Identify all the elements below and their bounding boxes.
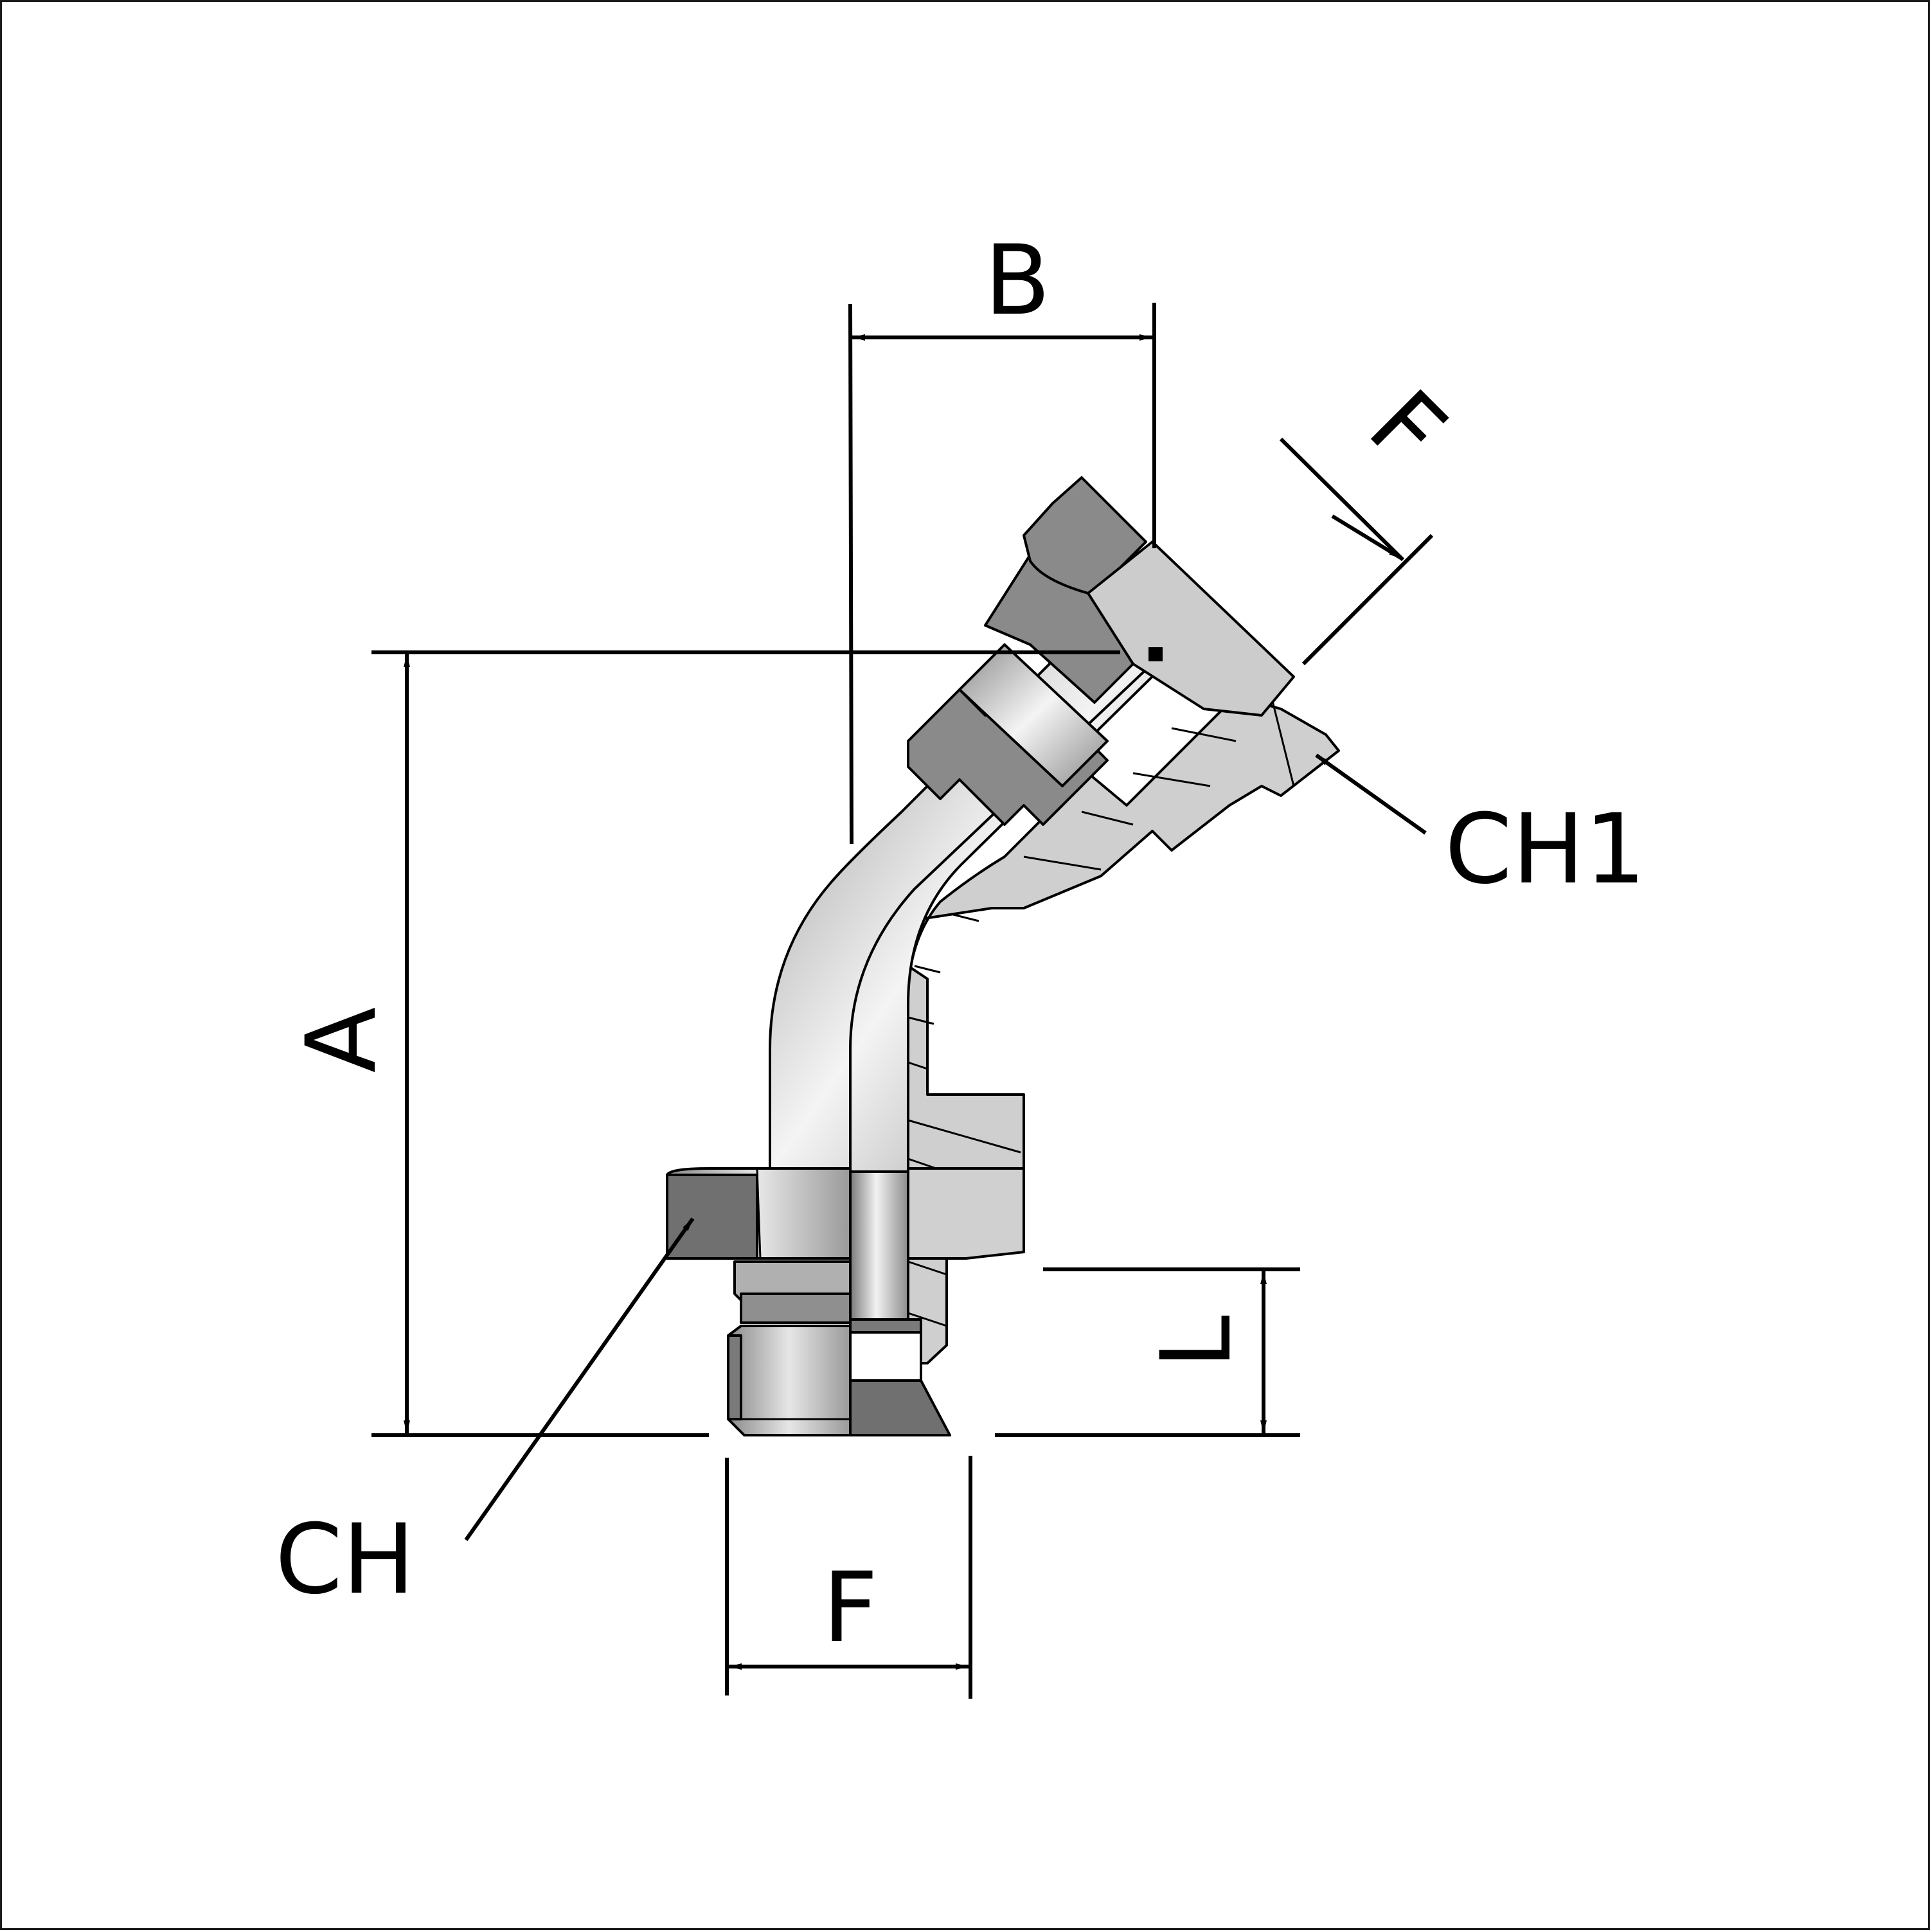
label-a: A: [286, 1007, 398, 1073]
leader-ch1: CH1: [1315, 753, 1646, 906]
dimension-f-bottom: F: [725, 1456, 972, 1699]
leader-ch: CH: [275, 1217, 695, 1616]
swivel-head: [1023, 476, 1147, 595]
tube-inner-wall: [849, 656, 1160, 1319]
body-section-right: [906, 695, 1340, 1364]
bore-top: [849, 1318, 922, 1334]
lower-hex-nut-right: [907, 1167, 1025, 1260]
dimension-l: L: [995, 1267, 1300, 1437]
label-b: B: [985, 225, 1051, 337]
label-ch: CH: [275, 1504, 415, 1616]
dimension-b: B: [848, 225, 1156, 845]
label-ch1: CH1: [1445, 794, 1646, 906]
tube-vertical-lower: [849, 1170, 909, 1321]
seat-cone: [849, 1379, 951, 1436]
label-f-top: F: [1348, 370, 1466, 488]
label-f-bottom: F: [823, 1552, 878, 1664]
upper-nut-face: [958, 643, 1109, 787]
fitting-body: [666, 476, 1340, 1436]
reference-point: [1148, 647, 1163, 661]
label-l: L: [1141, 1315, 1253, 1369]
stud-dark-band: [727, 1334, 742, 1420]
dimension-f-top: F: [1279, 370, 1466, 666]
bore-window: [849, 1331, 922, 1382]
neck-band: [740, 1292, 852, 1324]
nut-dark-band: [666, 1174, 758, 1260]
